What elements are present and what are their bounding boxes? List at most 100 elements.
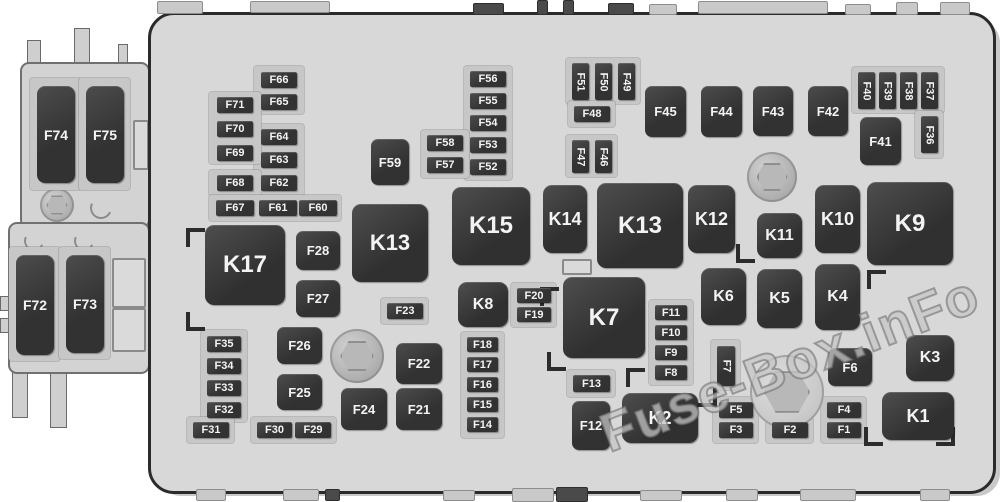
fuse-f13: F13	[573, 375, 610, 392]
fuse-f14: F14	[467, 417, 498, 432]
mounting-bolt	[40, 188, 74, 222]
fuse-f17: F17	[467, 357, 498, 372]
fuse-f46: F46	[595, 140, 612, 173]
fuse-f28: F28	[296, 231, 340, 270]
fuse-f57: F57	[427, 157, 463, 173]
corner-bracket	[936, 427, 955, 446]
fuse-f30: F30	[257, 422, 292, 438]
fuse-f9: F9	[655, 345, 687, 360]
corner-bracket	[698, 388, 717, 407]
fuse-f37: F37	[921, 72, 938, 109]
connector-slot	[133, 120, 149, 170]
relay-k12: K12	[688, 185, 735, 253]
relay-k3: K3	[906, 335, 954, 381]
relay-k17: K17	[205, 225, 285, 305]
fuse-f73: F73	[66, 255, 104, 353]
fuse-f25: F25	[277, 374, 322, 410]
fuse-f70: F70	[217, 121, 253, 137]
fuse-f69: F69	[217, 145, 253, 161]
relay-k13-left: K13	[352, 204, 428, 282]
relay-k11: K11	[757, 213, 802, 258]
fuse-f39: F39	[879, 72, 896, 109]
relay-k8: K8	[458, 282, 508, 327]
fuse-f36: F36	[921, 116, 938, 153]
fuse-f22: F22	[396, 343, 442, 384]
connector-leg	[50, 368, 67, 428]
edge-tab	[473, 3, 504, 15]
edge-tab	[443, 490, 475, 501]
mounting-bolt	[330, 329, 384, 383]
corner-bracket	[186, 228, 205, 247]
edge-tab	[537, 0, 548, 15]
fuse-f41: F41	[860, 117, 901, 165]
fuse-f21: F21	[396, 388, 442, 430]
fuse-f11: F11	[655, 305, 687, 320]
fuse-f74: F74	[37, 86, 75, 183]
corner-bracket	[626, 368, 645, 387]
fuse-f32: F32	[207, 402, 241, 418]
relay-k6: K6	[701, 268, 746, 325]
edge-tab	[196, 489, 226, 501]
fuse-f59: F59	[371, 139, 409, 185]
fuse-f5: F5	[719, 402, 753, 418]
fuse-f10: F10	[655, 325, 687, 340]
relay-k15: K15	[452, 187, 530, 265]
empty-slot	[562, 259, 592, 275]
fuse-f54: F54	[470, 115, 506, 131]
fuse-f31: F31	[193, 422, 229, 438]
fuse-f63: F63	[261, 152, 297, 168]
fuse-f47: F47	[572, 140, 589, 173]
fuse-f64: F64	[261, 129, 297, 145]
relay-k14: K14	[543, 185, 587, 253]
edge-tab	[325, 489, 340, 501]
fuse-f23: F23	[387, 303, 423, 319]
corner-bracket	[867, 270, 886, 289]
fuse-f62: F62	[261, 175, 297, 191]
fuse-f48: F48	[574, 106, 610, 122]
connector-slot	[112, 258, 146, 308]
relay-k13-right: K13	[597, 183, 683, 268]
fuse-f3: F3	[719, 422, 753, 438]
fuse-f67: F67	[216, 200, 254, 216]
fuse-f43: F43	[753, 86, 793, 136]
fuse-f55: F55	[470, 93, 506, 109]
fuse-f35: F35	[207, 336, 241, 352]
relay-k7: K7	[563, 277, 645, 358]
edge-tab	[920, 489, 950, 501]
edge-tab	[649, 4, 677, 15]
fuse-f56: F56	[470, 71, 506, 87]
fuse-f27: F27	[296, 280, 340, 317]
edge-tab	[556, 487, 588, 502]
edge-tab	[845, 4, 871, 15]
fuse-f18: F18	[467, 337, 498, 352]
fuse-f1: F1	[827, 422, 861, 438]
fuse-f2: F2	[772, 422, 808, 438]
fuse-f65: F65	[261, 94, 297, 110]
fuse-f12: F12	[572, 401, 610, 450]
fuse-f71: F71	[217, 97, 253, 113]
fuse-f19: F19	[517, 307, 551, 322]
fuse-f24: F24	[341, 388, 387, 430]
fuse-f60: F60	[299, 200, 337, 216]
edge-tab	[608, 3, 634, 15]
fuse-f51: F51	[572, 63, 589, 100]
fuse-f66: F66	[261, 72, 297, 88]
relay-k5: K5	[757, 269, 802, 328]
fuse-f44: F44	[701, 86, 742, 137]
corner-bracket	[547, 352, 566, 371]
fuse-f58: F58	[427, 135, 463, 151]
relay-k10: K10	[815, 185, 860, 253]
fuse-f72: F72	[16, 255, 54, 355]
fuse-f45: F45	[645, 86, 686, 137]
fuse-f75: F75	[86, 86, 124, 183]
fuse-f52: F52	[470, 159, 506, 175]
edge-tab	[726, 489, 758, 501]
relay-k4: K4	[815, 264, 860, 330]
edge-tab	[640, 490, 682, 501]
edge-tab	[563, 0, 574, 15]
fuse-f6: F6	[828, 348, 872, 386]
connector-slot	[112, 308, 146, 352]
fuse-f16: F16	[467, 377, 498, 392]
fuse-f15: F15	[467, 397, 498, 412]
